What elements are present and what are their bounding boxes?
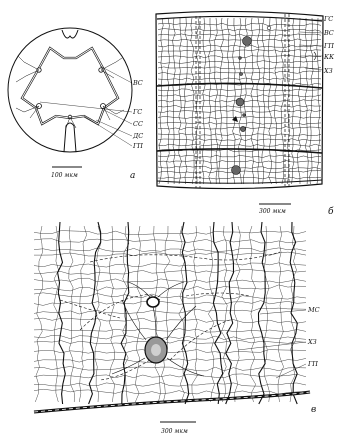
nerve-fibre — [233, 18, 236, 184]
nerve-fibre — [191, 18, 194, 184]
nerve-fibre — [262, 18, 265, 184]
nerve-fibre — [317, 18, 320, 184]
nerve-fibre — [34, 263, 306, 267]
nerve-fibre — [158, 139, 321, 141]
nerve-fibre — [158, 95, 321, 97]
nerve-fibre — [158, 29, 321, 32]
nerve-fibre — [34, 389, 306, 394]
dorsal-groove — [62, 30, 78, 38]
label-hz-b: ХЗ — [323, 67, 333, 75]
nerve-fibre — [34, 328, 306, 332]
nerve-plexus-ring — [22, 48, 118, 124]
ganglion-cell — [267, 26, 271, 30]
nerve-fibre — [167, 18, 170, 184]
basal-nerve-cord — [34, 392, 310, 412]
nerve-fibre — [158, 110, 321, 112]
thick-nerve-fibre — [259, 222, 266, 404]
nerve-fibre — [34, 308, 306, 314]
nerve-fibre — [158, 45, 321, 47]
nerve-fibre — [235, 226, 241, 402]
nerve-fibre — [179, 18, 182, 184]
circular-commissure — [157, 83, 322, 88]
thick-nerve-fibre — [213, 222, 222, 404]
dashed-fibres-v — [60, 252, 280, 380]
nerve-fibre — [158, 39, 321, 41]
nerve-fibre — [196, 18, 199, 184]
scale-text-v: 300 мкм — [161, 428, 188, 435]
thick-nerve-fibre — [58, 222, 66, 404]
nerve-mesh-v — [34, 226, 306, 402]
label-gp-v: ГП — [307, 360, 318, 368]
nerve-fibre — [158, 134, 321, 137]
nerve-fibre — [209, 18, 212, 184]
nerve-fibre — [227, 18, 229, 184]
label-vs-b: ВС — [323, 29, 334, 37]
nerve-fibre — [34, 231, 306, 235]
nerve-fibre — [34, 367, 306, 371]
label-kk-b: КК — [323, 53, 335, 61]
nerve-fibre — [158, 144, 321, 146]
radiating-fibres — [16, 56, 124, 128]
nerve-fibre — [158, 161, 321, 163]
panel-b: ГС ВС ГП КК ХЗ 300 мкм б — [156, 11, 335, 217]
label-ss-a: СС — [133, 120, 143, 128]
nerve-fibre — [208, 226, 214, 402]
nerve-fibre — [202, 18, 205, 184]
label-gs-b: ГС — [323, 15, 333, 23]
nerve-fibre — [34, 318, 306, 323]
nerve-fibre — [222, 226, 228, 402]
panel-label-b: б — [328, 206, 334, 217]
label-hz-v: ХЗ — [307, 338, 317, 346]
nerve-fibre — [34, 383, 306, 387]
nerve-fibre — [274, 18, 276, 184]
nerve-fibre — [109, 226, 114, 402]
nerve-fibre — [158, 23, 321, 26]
nerve-fibre — [158, 89, 321, 91]
nerve-fibre — [34, 349, 306, 353]
label-vs-a: ВС — [132, 79, 143, 87]
ganglion-cell-small — [147, 297, 159, 307]
panel-v: МС ХЗ ГП 300 мкм в — [34, 222, 320, 435]
thick-nerve-fibre — [121, 222, 129, 404]
ganglion-cell-nucleus — [151, 344, 161, 356]
panel-a: ВС ГС СС ДС ГП 100 мкм а — [8, 28, 143, 181]
panel-label-v: в — [311, 405, 316, 415]
nerve-fibre — [34, 248, 306, 252]
nerve-fibre — [158, 117, 321, 119]
dashed-fibre — [90, 252, 280, 360]
nerve-fibre — [79, 226, 87, 402]
ventral-groove — [64, 123, 76, 152]
nerve-fibre — [192, 226, 197, 402]
nerve-fibre — [310, 18, 313, 184]
scale-text-b: 300 мкм — [259, 208, 286, 215]
scale-text-a: 100 мкм — [51, 172, 78, 179]
nerve-fibre — [158, 50, 321, 52]
nerve-fibre — [292, 18, 295, 184]
label-gs-a: ГС — [132, 108, 142, 116]
dashed-fibre — [80, 295, 160, 380]
panel-label-a: а — [130, 171, 135, 181]
nerve-fibre — [305, 18, 308, 184]
ganglion-cell — [232, 116, 238, 122]
label-ds-a: ДС — [132, 132, 143, 140]
label-ms-v: МС — [307, 306, 320, 314]
nerve-fibre — [215, 18, 218, 184]
label-gp-b: ГП — [323, 42, 334, 50]
nerve-fibre — [158, 177, 321, 179]
label-gp-a: ГП — [132, 142, 143, 150]
